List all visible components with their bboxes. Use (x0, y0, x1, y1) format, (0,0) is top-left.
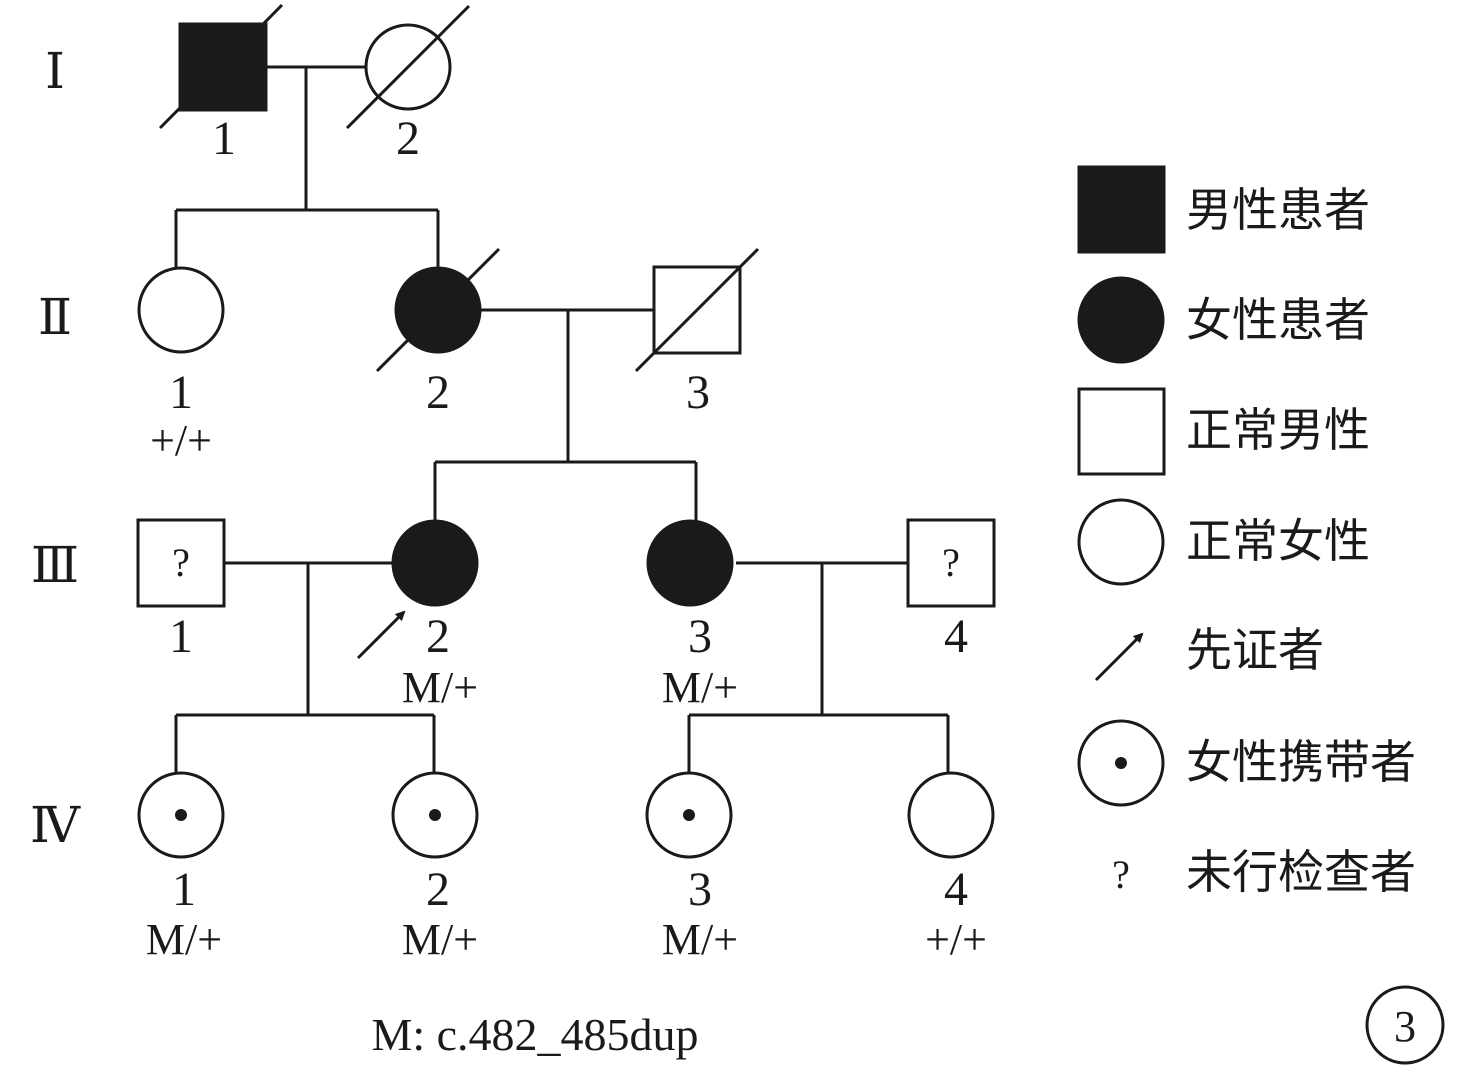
legend-item-affected-male: 男性患者 (1077, 165, 1370, 254)
affected-female-symbol (391, 519, 479, 607)
individual-III4: ? 4 (906, 518, 996, 663)
individual-number: 1 (169, 366, 193, 419)
normal-female-symbol (137, 266, 225, 354)
legend-item-normal-female: 正常女性 (1077, 498, 1370, 586)
generation-label-3: Ⅲ (31, 537, 79, 593)
genotype-label: +/+ (925, 915, 987, 964)
generation-label-4: Ⅳ (30, 797, 81, 853)
genotype-label: M/+ (662, 663, 738, 712)
pedigree-lines (174, 65, 950, 773)
legend-label: 女性患者 (1186, 293, 1370, 347)
individual-II2: 2 (375, 247, 501, 419)
individual-III1: ? 1 (136, 518, 226, 663)
deceased-slash (375, 247, 501, 373)
legend-label: 女性携带者 (1186, 735, 1416, 789)
individual-number: 1 (172, 863, 196, 916)
individual-IV1: 1 M/+ (137, 771, 225, 964)
normal-female-icon (1077, 498, 1165, 586)
individual-number: 1 (169, 610, 193, 663)
individual-number: 1 (212, 112, 236, 165)
individual-number: 3 (688, 863, 712, 916)
generation-label-1: Ⅰ (45, 43, 65, 99)
proband-arrow-icon (1094, 632, 1144, 682)
genotype-label: M/+ (662, 915, 738, 964)
legend-label: 先证者 (1186, 623, 1324, 677)
affected-male-symbol (178, 22, 268, 112)
individual-II1: 1 +/+ (137, 266, 225, 465)
normal-male-icon (1077, 387, 1166, 476)
panel-label-circle (1365, 985, 1445, 1065)
normal-male-symbol (136, 518, 226, 608)
deceased-slash (634, 247, 760, 373)
affected-female-symbol (646, 519, 734, 607)
legend-item-proband: 先证者 (1094, 623, 1324, 682)
individual-number: 2 (396, 112, 420, 165)
legend-label: 男性患者 (1186, 183, 1370, 237)
not-tested-mark: ? (172, 540, 190, 585)
legend: 男性患者 女性患者 正常男性 正常女性 先证者 女性携带者 ? 未行检查者 (1077, 165, 1416, 899)
individual-number: 3 (688, 610, 712, 663)
not-tested-symbol: ? (1112, 852, 1130, 897)
mutation-footnote: M: c.482_485dup (371, 1009, 698, 1060)
individual-IV2: 2 M/+ (391, 771, 479, 964)
deceased-slash (345, 4, 471, 130)
panel-label: 3 (1365, 985, 1445, 1065)
normal-male-symbol (906, 518, 996, 608)
individual-I1: 1 (158, 3, 284, 165)
individual-number: 2 (426, 366, 450, 419)
individual-III2: 2 M/+ (356, 519, 479, 712)
proband-arrow-icon (356, 610, 406, 660)
individual-II3: 3 (634, 247, 760, 419)
individual-number: 2 (426, 863, 450, 916)
legend-label: 未行检查者 (1186, 845, 1416, 899)
carrier-dot (175, 809, 187, 821)
genotype-label: M/+ (402, 915, 478, 964)
legend-label: 正常男性 (1186, 403, 1370, 457)
carrier-dot (1115, 757, 1127, 769)
legend-item-female-carrier: 女性携带者 (1077, 719, 1416, 807)
genotype-label: +/+ (150, 416, 212, 465)
affected-male-icon (1077, 165, 1166, 254)
generation-label-2: Ⅱ (38, 289, 72, 345)
individual-III3: 3 M/+ (646, 519, 738, 712)
carrier-dot (683, 809, 695, 821)
normal-female-symbol (907, 771, 995, 859)
legend-item-normal-male: 正常男性 (1077, 387, 1370, 476)
genotype-label: M/+ (402, 663, 478, 712)
legend-label: 正常女性 (1186, 514, 1370, 568)
individual-number: 4 (944, 610, 968, 663)
affected-female-icon (1077, 276, 1165, 364)
carrier-dot (429, 809, 441, 821)
individual-number: 2 (426, 610, 450, 663)
legend-item-affected-female: 女性患者 (1077, 276, 1370, 364)
genotype-label: M/+ (146, 915, 222, 964)
individual-number: 3 (686, 366, 710, 419)
legend-item-not-tested: ? 未行检查者 (1112, 845, 1416, 899)
not-tested-mark: ? (942, 540, 960, 585)
individual-I2: 2 (345, 4, 471, 165)
individual-number: 4 (944, 863, 968, 916)
individual-IV4: 4 +/+ (907, 771, 995, 964)
panel-label-number: 3 (1394, 1002, 1416, 1051)
deceased-slash (158, 3, 284, 130)
individual-IV3: 3 M/+ (645, 771, 738, 964)
